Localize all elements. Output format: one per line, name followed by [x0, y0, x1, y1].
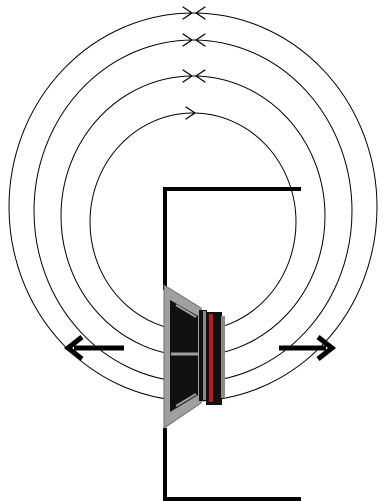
speaker-plate-rim	[203, 311, 206, 400]
speaker-magnet	[206, 312, 222, 405]
magnet-back-rim	[221, 316, 225, 398]
speaker-driver	[164, 285, 225, 428]
left-arrow-icon	[68, 337, 124, 359]
right-arrow-icon	[279, 337, 332, 359]
voice-coil	[209, 314, 213, 402]
wave-direction-marks	[183, 7, 205, 119]
baffle-lower	[165, 428, 301, 499]
sound-wave-ring-4	[90, 113, 296, 331]
baffle-upper	[165, 189, 301, 290]
